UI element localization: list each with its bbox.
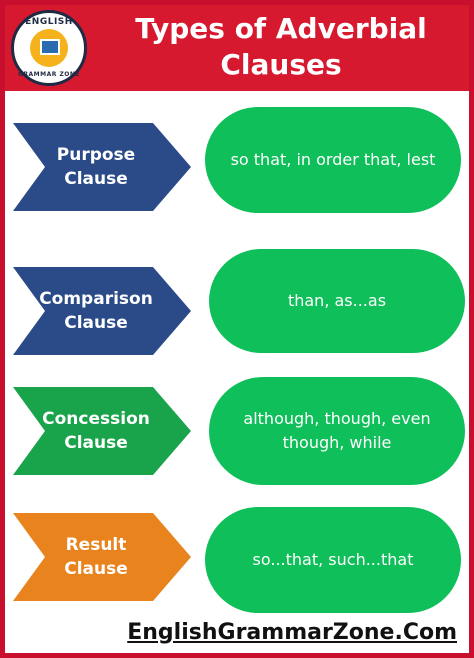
- concession-clause-label: Concession Clause: [42, 409, 150, 453]
- title-line-2: Clauses: [220, 48, 342, 81]
- logo-text-bottom: GRAMMAR ZONE: [17, 71, 81, 78]
- result-clause-examples: so...that, such...that: [205, 507, 461, 613]
- site-url: EnglishGrammarZone.Com: [127, 620, 457, 645]
- chevron-shape: [13, 513, 191, 601]
- comparison-clause-chevron: Comparison Clause: [13, 267, 191, 355]
- chevron-shape: [13, 267, 191, 355]
- chevron-fill: [13, 267, 191, 355]
- chevron-fill: [13, 387, 191, 475]
- comparison-clause-label: Comparison Clause: [39, 289, 153, 333]
- title-line-1: Types of Adverbial: [135, 12, 427, 45]
- purpose-clause-examples: so that, in order that, lest: [205, 107, 461, 213]
- comparison-clause-examples: than, as...as: [209, 249, 465, 353]
- chevron-shape: [13, 387, 191, 475]
- purpose-clause-chevron: Purpose Clause: [13, 123, 191, 211]
- chevron-fill: [13, 123, 191, 211]
- header-banner: ENGLISH GRAMMAR ZONE Types of Adverbial …: [5, 5, 469, 91]
- chevron-fill: [13, 513, 191, 601]
- concession-clause-examples: although, though, even though, while: [209, 377, 465, 485]
- purpose-clause-label: Purpose Clause: [56, 145, 136, 189]
- site-logo: ENGLISH GRAMMAR ZONE: [11, 10, 87, 86]
- book-icon: [40, 39, 60, 55]
- result-clause-label: Result Clause: [64, 535, 128, 579]
- logo-text-top: ENGLISH: [25, 17, 73, 27]
- chevron-shape: [13, 123, 191, 211]
- concession-clause-chevron: Concession Clause: [13, 387, 191, 475]
- page-title: Types of Adverbial Clauses: [95, 11, 467, 83]
- result-clause-chevron: Result Clause: [13, 513, 191, 601]
